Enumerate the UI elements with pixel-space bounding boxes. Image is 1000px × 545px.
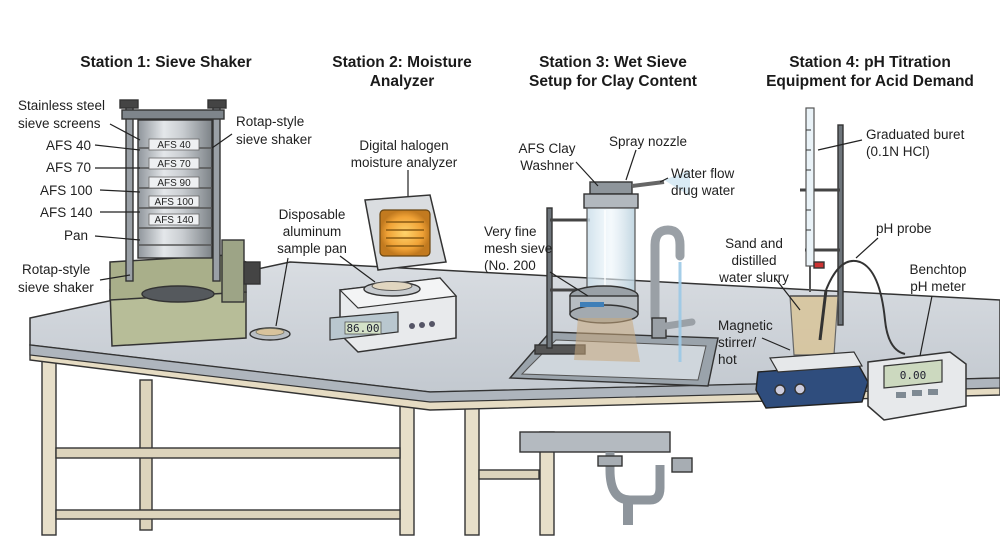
callout-leaders [94,123,933,357]
label-afs40: AFS 40 [46,138,91,153]
sieve-tag-1: AFS 40 [157,140,191,151]
label-pan: Pan [64,228,88,243]
station-2-title-line2: Analyzer [370,73,435,90]
station-2-title-line1: Station 2: Moisture [332,54,472,71]
ph-titration-illustration [755,107,967,421]
label-rotap-right-line1: Rotap-style [236,114,304,129]
label-slurry-line2: distilled [731,253,776,268]
label-halogen-line1: Digital halogen [359,138,448,153]
label-disposable-line2: aluminum [283,224,342,239]
label-rotap-left-line2: sieve shaker [18,280,94,295]
station-3-title-line2: Setup for Clay Content [529,73,697,90]
label-spray-nozzle: Spray nozzle [609,134,687,149]
label-benchtop-line1: Benchtop [909,262,966,277]
label-stirrer-line3: hot [718,352,737,367]
label-halogen-line2: moisture analyzer [351,155,458,170]
station-4-title-line1: Station 4: pH Titration [789,54,951,71]
wet-sieve-setup-illustration [534,170,696,362]
label-buret-line2: (0.1N HCl) [866,144,930,159]
label-ph-probe: pH probe [876,221,932,236]
label-afs100: AFS 100 [40,183,93,198]
sieve-tag-5: AFS 140 [155,215,194,226]
moisture-analyzer-illustration [329,194,458,353]
label-mesh-line3: (No. 200 [484,258,536,273]
label-rotap-right-line2: sieve shaker [236,132,312,147]
station-1-title: Station 1: Sieve Shaker [80,54,251,71]
ph-meter-readout: 0.00 [900,369,927,382]
label-slurry-line1: Sand and [725,236,783,251]
label-stainless-line2: sieve screens [18,116,101,131]
label-clay-washer-line2: Washner [520,158,574,173]
moisture-display-readout: 86.00 [346,322,379,335]
label-slurry-line3: water slurry [718,270,789,285]
label-mesh-line2: mesh sieve [484,241,552,256]
sieve-tag-3: AFS 90 [157,178,191,189]
label-buret-line1: Graduated buret [866,127,965,142]
label-benchtop-line2: pH meter [910,279,966,294]
label-stirrer-line1: Magnetic [718,318,773,333]
label-water-flow-line2: drug water [671,183,735,198]
label-stainless-line1: Stainless steel [18,98,105,113]
label-afs70: AFS 70 [46,160,91,175]
label-water-flow-line1: Water flow [671,166,735,181]
label-afs140: AFS 140 [40,205,93,220]
label-disposable-line3: sample pan [277,241,347,256]
sieve-shaker-illustration [109,99,261,347]
label-stirrer-line2: stirrer/ [718,335,756,350]
sieve-tag-4: AFS 100 [155,197,194,208]
station-3-title-line1: Station 3: Wet Sieve [539,54,687,71]
label-clay-washer-line1: AFS Clay [518,141,575,156]
aluminum-sample-pan [249,327,291,341]
label-rotap-left-line1: Rotap-style [22,262,90,277]
sieve-tag-2: AFS 70 [157,159,191,170]
label-mesh-line1: Very fine [484,224,537,239]
station-4-title-line2: Equipment for Acid Demand [766,73,974,90]
label-disposable-line1: Disposable [279,207,346,222]
